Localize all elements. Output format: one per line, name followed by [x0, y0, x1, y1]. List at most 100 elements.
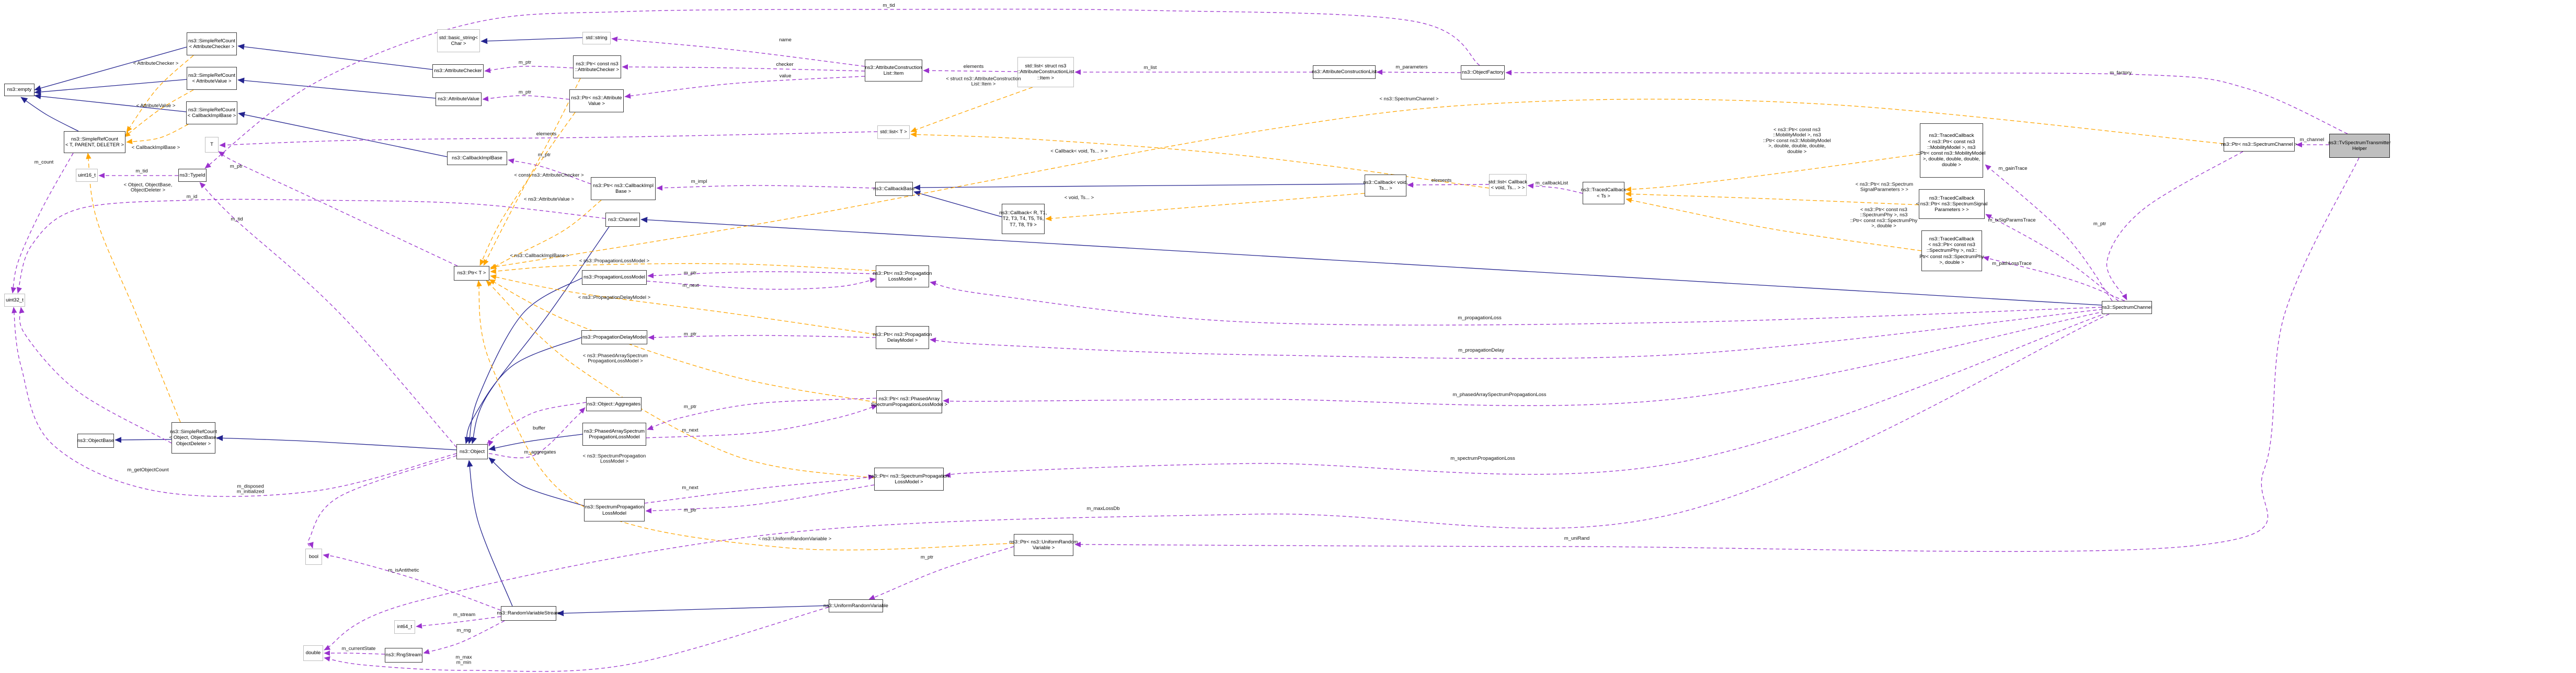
node-cb_void[interactable]: ns3::Callback< void,Ts... > — [1363, 175, 1408, 196]
node-label-line: ns3::Ptr< ns3::Attribute — [571, 95, 622, 101]
node-ptr_sc[interactable]: ns3::Ptr< ns3::SpectrumChannel > — [2221, 137, 2297, 152]
node-list_item[interactable]: std::list< struct ns3::AttributeConstruc… — [1017, 57, 1074, 87]
node-tcb_ts[interactable]: ns3::TracedCallback< Ts > — [1581, 182, 1626, 204]
node-double[interactable]: double — [303, 645, 323, 661]
node-acl[interactable]: ns3::AttributeConstructionList — [1312, 65, 1377, 79]
node-src_tpd[interactable]: ns3::SimpleRefCount< T, PARENT, DELETER … — [64, 131, 125, 153]
edge-label-line: < struct ns3::AttributeConstruction — [946, 76, 1021, 82]
edge-template-ptr_sc-ptr_t — [490, 99, 2224, 270]
node-src_cib[interactable]: ns3::SimpleRefCount< CallbackImplBase > — [186, 101, 237, 124]
edge-label-ptr_cbi-cbimplbase: m_ptr — [538, 152, 551, 158]
node-rng[interactable]: ns3::RngStream — [385, 648, 422, 663]
node-schannel[interactable]: ns3::SpectrumChannel — [2102, 301, 2152, 314]
node-cb_r[interactable]: ns3::Callback< R, T1,T2, T3, T4, T5, T6,… — [1000, 204, 1047, 234]
edge-label-ptr_sc-schannel: m_ptr — [2093, 221, 2106, 227]
node-proploss[interactable]: ns3::PropagationLossModel — [582, 270, 647, 285]
edge-label-line: m_ptr — [683, 331, 697, 337]
edge-usage-ptr_urv-urv — [868, 546, 1014, 600]
node-label-line: ns3::Ptr< ns3::Propagation — [873, 331, 932, 338]
node-string[interactable]: std::string — [582, 32, 611, 44]
edge-usage-schannel-ptr_pha — [943, 311, 2105, 406]
edge-label-helper-ptr_sc: m_channel — [2300, 137, 2324, 143]
edge-label-line: m_tid — [135, 168, 148, 174]
edge-label-list_item-acl_item: elements — [964, 64, 984, 69]
node-label-line: ns3::RngStream — [385, 652, 422, 658]
node-propdelay[interactable]: ns3::PropagationDelayModel — [581, 330, 647, 344]
edge-label-line: < ns3::AttributeValue > — [524, 196, 574, 202]
node-ptr_t[interactable]: ns3::Ptr< T > — [454, 266, 489, 281]
edge-usage-src_tpd-uint32 — [10, 153, 74, 294]
node-urv[interactable]: ns3::UniformRandomVariable — [823, 599, 888, 612]
node-basic_string[interactable]: std::basic_string<Char > — [437, 29, 480, 52]
node-label-line: ns3::TypeId — [179, 172, 205, 178]
node-src_ac[interactable]: ns3::SimpleRefCount< AttributeChecker > — [187, 32, 237, 55]
node-int64[interactable]: int64_t — [394, 620, 415, 634]
edge-inherit-cbimplbase-src_cib — [238, 111, 448, 157]
edge-usage-cbbase-ptr_cbi — [656, 185, 876, 191]
edge-label-object-aggregates: m_aggregates — [524, 449, 556, 455]
node-empty[interactable]: ns3::empty — [4, 84, 35, 96]
node-label-line: ns3::PropagationLossModel — [583, 274, 645, 281]
edge-label-ptr_pl-proploss: m_ptr — [684, 270, 696, 276]
node-objfactory[interactable]: ns3::ObjectFactory — [1461, 65, 1505, 79]
node-rvs[interactable]: ns3::RandomVariableStream — [497, 606, 560, 621]
node-cbimplbase[interactable]: ns3::CallbackImplBase — [447, 152, 507, 165]
node-label-line: SpectrumPropagationLossModel > — [871, 402, 948, 408]
edge-label-rng-double: m_currentState — [342, 646, 376, 652]
node-label-line: ns3::AttributeChecker — [434, 68, 482, 74]
node-label-line: ::MobilityModel >, ns3 — [1927, 144, 1976, 150]
node-tcb_ssp[interactable]: ns3::TracedCallback< ns3::Ptr< ns3::Spec… — [1916, 189, 1987, 219]
edge-label-cbbase-ptr_cbi: m_impl — [691, 179, 707, 184]
edge-label-ptr_cac-attrchecker: m_ptr — [519, 60, 531, 65]
node-object[interactable]: ns3::Object — [456, 444, 488, 459]
node-label-line: ns3::UniformRandomVariable — [823, 602, 888, 609]
node-tcb_mob[interactable]: ns3::TracedCallback< ns3::Ptr< const ns3… — [1918, 123, 1985, 178]
node-ptr_cac[interactable]: ns3::Ptr< const ns3::AttributeChecker > — [573, 55, 621, 78]
node-label-line: ::AttributeChecker > — [575, 67, 620, 73]
node-src_av[interactable]: ns3::SimpleRefCount< AttributeValue > — [187, 67, 237, 90]
node-typeid[interactable]: ns3::TypeId — [178, 169, 207, 182]
node-label-line: Value > — [588, 101, 605, 107]
edge-usage-ptr_t-t — [218, 151, 458, 266]
node-cbbase[interactable]: ns3::CallbackBase — [874, 182, 914, 196]
node-channel[interactable]: ns3::Channel — [605, 213, 640, 227]
node-t[interactable]: T — [205, 137, 219, 153]
edge-label-object-typeid: m_tid — [231, 216, 243, 222]
edge-inherit-cb_r-cbbase — [913, 190, 1002, 217]
node-uint16[interactable]: uint16_t — [76, 169, 98, 182]
edge-label-line: m_propagationLoss — [1458, 315, 1502, 321]
edge-label-line: < const ns3::AttributeChecker > — [514, 172, 584, 178]
node-bool[interactable]: bool — [305, 549, 322, 565]
node-src_obj[interactable]: ns3::SimpleRefCount< Object, ObjectBase,… — [169, 422, 217, 454]
node-label-line: double — [305, 650, 321, 656]
node-aggregates[interactable]: ns3::Object::Aggregates — [586, 397, 642, 411]
node-list_cb[interactable]: std::list< Callback< void, Ts... > > — [1489, 174, 1527, 196]
edge-label-line: < ns3::UniformRandomVariable > — [758, 536, 832, 542]
node-tcb_phy[interactable]: ns3::TracedCallback< ns3::Ptr< const ns3… — [1919, 230, 1984, 271]
node-list_t[interactable]: std::list< T > — [877, 125, 910, 139]
edge-label-line: m_maxLossDb — [1086, 505, 1120, 512]
node-attrvalue[interactable]: ns3::AttributeValue — [436, 92, 482, 106]
node-attrchecker[interactable]: ns3::AttributeChecker — [432, 64, 484, 78]
node-objbase[interactable]: ns3::ObjectBase — [77, 434, 114, 448]
edge-template-src_cib-src_tpd — [126, 124, 189, 144]
edge-template-src_obj-src_tpd — [86, 153, 181, 423]
edge-label-list_t-t: elements — [536, 131, 557, 137]
node-uint32[interactable]: uint32_t — [4, 294, 25, 307]
node-label-line: ns3::AttributeValue — [438, 96, 479, 102]
node-label-line: ns3::PhasedArraySpectrum — [583, 428, 645, 434]
edge-label-line: ::MobilityModel >, ns3 — [1772, 132, 1822, 138]
edge-template-ptr_spl-ptr_t — [486, 280, 875, 479]
node-label-line: ns3::TracedCallback — [1929, 236, 1975, 242]
node-label-line: LossModel > — [895, 479, 923, 485]
